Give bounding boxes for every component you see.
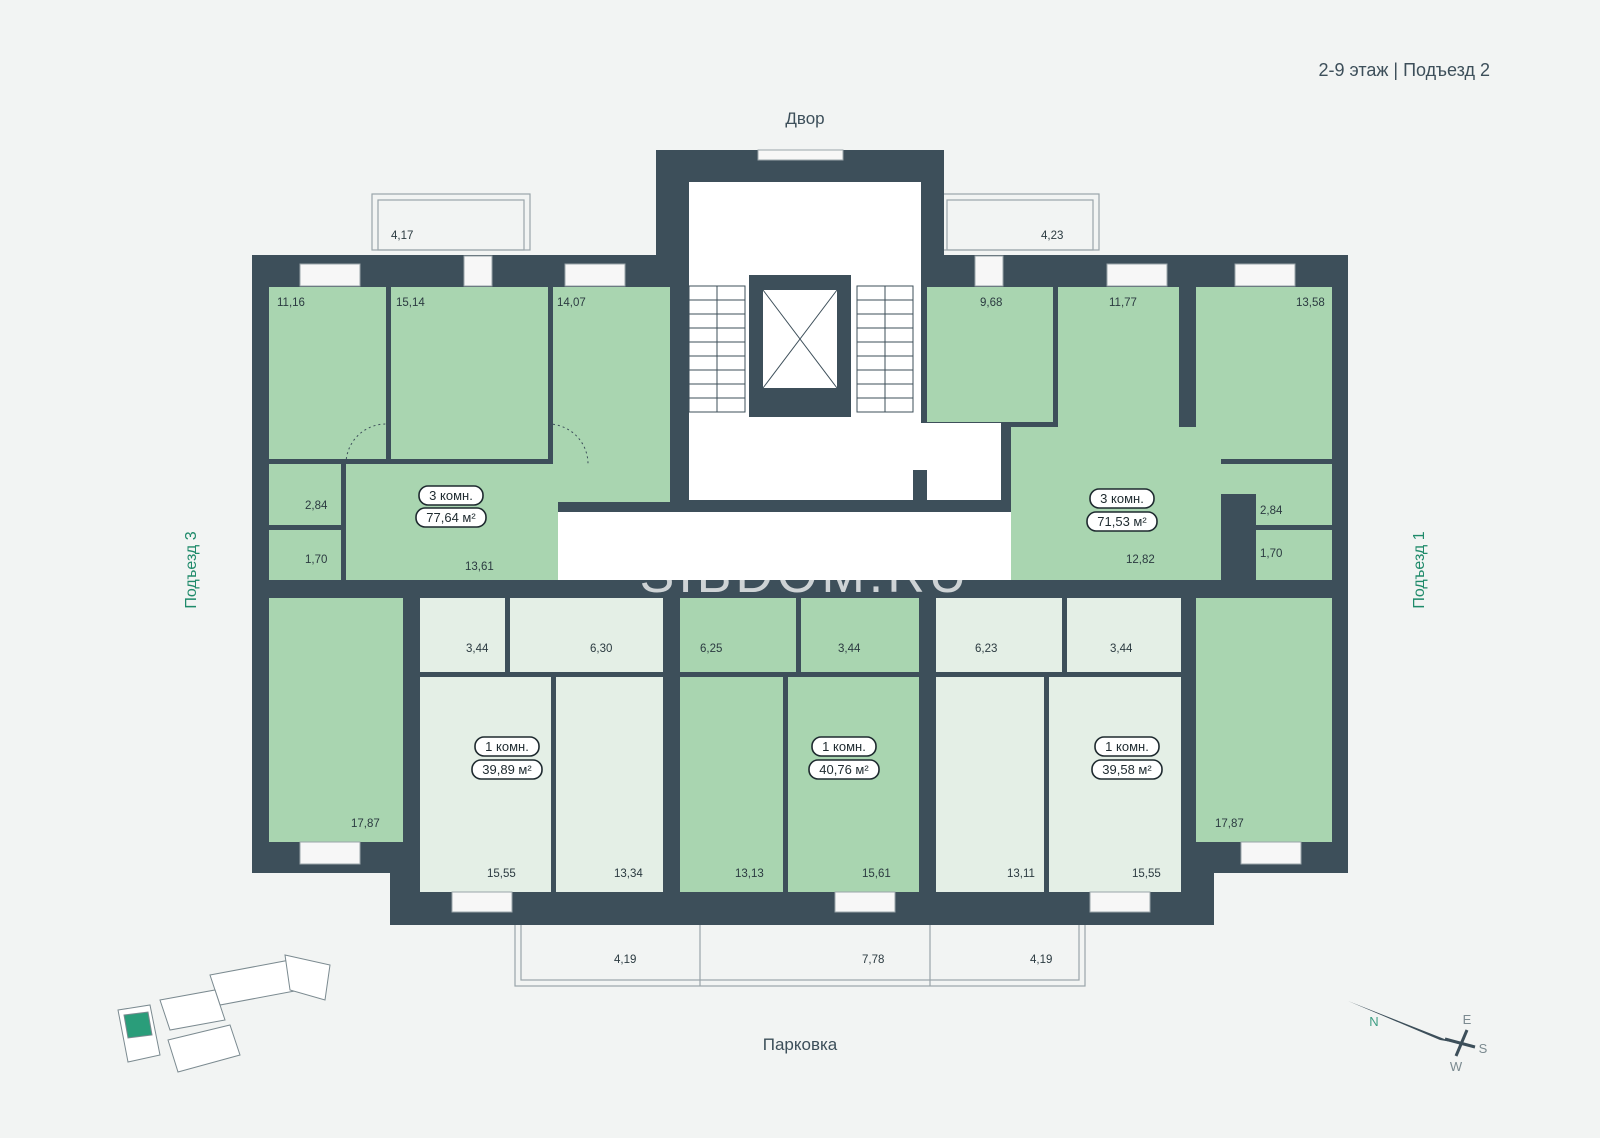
- apartment-badge: 1 комн. 39,89 м²: [471, 736, 543, 780]
- area-bathroom: 2,84: [1260, 505, 1283, 517]
- area-kitchen: 14,07: [557, 297, 586, 309]
- svg-text:77,64 м²: 77,64 м²: [426, 510, 476, 525]
- apartment-3room-right[interactable]: 9,68 11,77 13,58 2,84 1,70 12,82 17,87 4…: [927, 230, 1332, 865]
- area-balcony: 7,78: [862, 954, 884, 966]
- area-kitchen: 15,55: [1132, 868, 1161, 880]
- area-hall: 6,23: [975, 643, 997, 655]
- svg-text:W: W: [1450, 1059, 1463, 1074]
- area-kitchen: 15,61: [862, 868, 891, 880]
- area-room: 13,13: [735, 868, 764, 880]
- area-kitchen: 15,55: [487, 868, 516, 880]
- svg-text:39,89 м²: 39,89 м²: [482, 762, 532, 777]
- watermark: SIBDOM.RU: [640, 546, 971, 604]
- svg-text:39,58 м²: 39,58 м²: [1102, 762, 1152, 777]
- area-kitchen: 9,68: [980, 297, 1002, 309]
- area-balcony: 4,19: [614, 954, 636, 966]
- area-hall: 12,82: [1126, 554, 1155, 566]
- floor-title: 2-9 этаж | Подъезд 2: [1319, 60, 1490, 80]
- area-balcony: 4,23: [1041, 230, 1063, 242]
- area-room: 13,11: [1007, 868, 1035, 880]
- stairs-right: [856, 285, 914, 413]
- area-room: 11,77: [1109, 297, 1137, 309]
- area-hall: 6,25: [700, 643, 722, 655]
- area-room: 17,87: [1215, 818, 1244, 830]
- apartment-1room-a[interactable]: 3,44 6,30 15,55 13,34 4,19 1 комн. 39,89…: [420, 598, 663, 966]
- label-entrance-1[interactable]: Подъезд 1: [1411, 531, 1428, 608]
- area-bathroom: 3,44: [1110, 643, 1133, 655]
- area-room: 13,34: [614, 868, 643, 880]
- label-courtyard: Двор: [785, 109, 824, 128]
- stairs-left: [688, 285, 746, 413]
- area-hall: 13,61: [465, 561, 494, 573]
- apartment-badge: 1 комн. 39,58 м²: [1091, 736, 1163, 780]
- area-balcony: 4,19: [1030, 954, 1052, 966]
- compass-icon: N E S W: [1348, 1001, 1488, 1074]
- svg-text:N: N: [1369, 1014, 1378, 1029]
- label-parking: Парковка: [763, 1035, 838, 1054]
- area-bathroom: 3,44: [466, 643, 489, 655]
- area-room: 15,14: [396, 297, 425, 309]
- area-bathroom: 2,84: [305, 500, 328, 512]
- apartment-badge: 3 комн. 71,53 м²: [1086, 488, 1158, 532]
- area-room: 11,16: [277, 297, 305, 309]
- area-room: 13,58: [1296, 297, 1325, 309]
- svg-text:71,53 м²: 71,53 м²: [1097, 514, 1147, 529]
- svg-text:1 комн.: 1 комн.: [1105, 739, 1149, 754]
- label-entrance-3[interactable]: Подъезд 3: [183, 531, 200, 608]
- apartment-badge: 1 комн. 40,76 м²: [808, 736, 880, 780]
- svg-text:S: S: [1479, 1041, 1488, 1056]
- area-wc: 1,70: [305, 554, 327, 566]
- area-wc: 1,70: [1260, 548, 1282, 560]
- svg-text:1 комн.: 1 комн.: [485, 739, 529, 754]
- corridor: [558, 512, 1050, 580]
- svg-text:40,76 м²: 40,76 м²: [819, 762, 869, 777]
- area-room: 17,87: [351, 818, 380, 830]
- area-hall: 6,30: [590, 643, 612, 655]
- apartment-1room-c[interactable]: 6,23 3,44 13,11 15,55 4,19 1 комн. 39,58…: [936, 598, 1181, 966]
- apartment-badge: 3 комн. 77,64 м²: [415, 485, 487, 528]
- svg-text:3 комн.: 3 комн.: [1100, 491, 1144, 506]
- apartment-3room-left[interactable]: 11,16 15,14 14,07 2,84 1,70 13,61 17,87 …: [269, 230, 670, 865]
- area-balcony: 4,17: [391, 230, 413, 242]
- svg-text:1 комн.: 1 комн.: [822, 739, 866, 754]
- stair-core: [688, 149, 1001, 510]
- area-bathroom: 3,44: [838, 643, 861, 655]
- apartment-1room-b[interactable]: 6,25 3,44 13,13 15,61 7,78 1 комн. 40,76…: [680, 598, 919, 966]
- svg-text:3 комн.: 3 комн.: [429, 488, 473, 503]
- building-location-thumbnail: [117, 954, 331, 1073]
- svg-text:E: E: [1463, 1012, 1472, 1027]
